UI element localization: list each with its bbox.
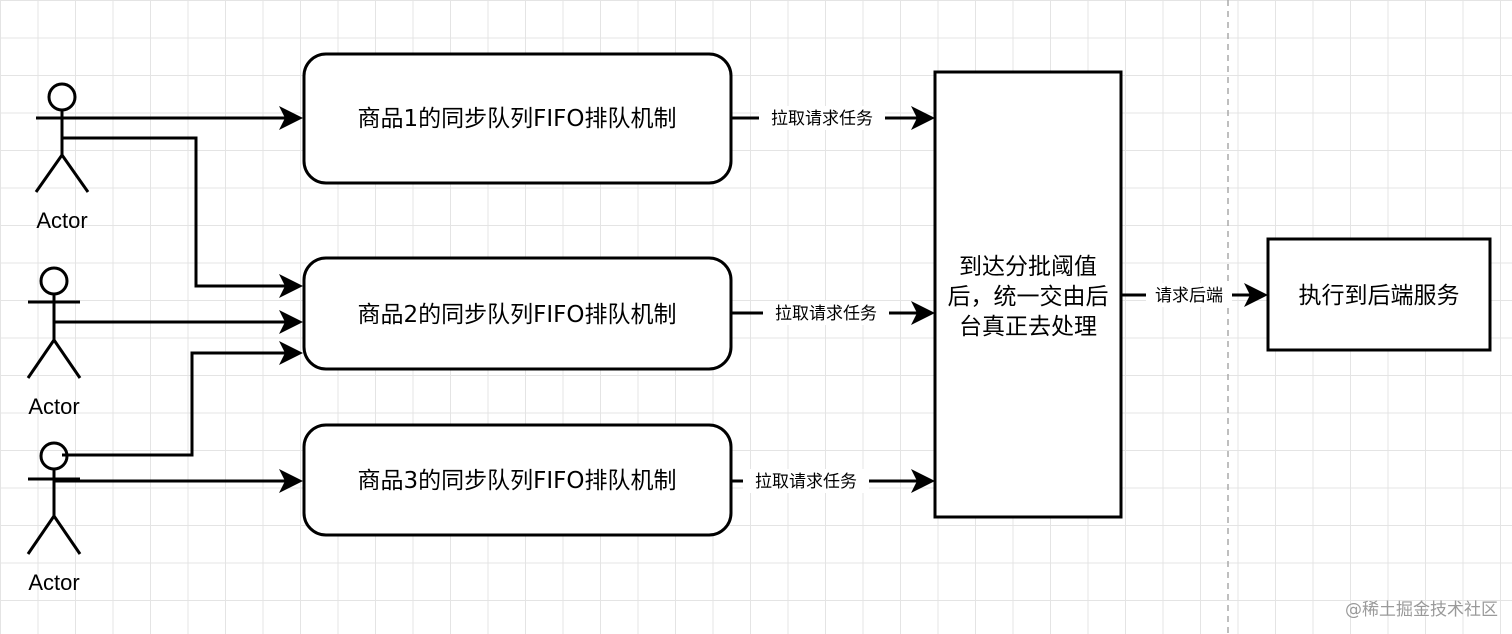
edge-actor3-queue2 [62, 341, 303, 457]
edge-queue3-batch-label-bg [743, 469, 869, 493]
backend-box-label: 执行到后端服务 [1299, 283, 1460, 309]
edge-queue1-batch-label: 拉取请求任务 [771, 109, 873, 129]
actor-1: Actor [34, 82, 90, 233]
edge-queue3-batch-label: 拉取请求任务 [755, 472, 857, 492]
edge-queue3-batch: 拉取请求任务 [731, 469, 935, 493]
backend-box: 执行到后端服务 [1266, 237, 1492, 352]
batch-box-shape [933, 70, 1123, 519]
batch-box-line-2: 后，统一交由后 [948, 284, 1109, 310]
batch-box-line-3: 台真正去处理 [959, 314, 1097, 340]
edge-batch-backend-label-bg [1146, 283, 1232, 307]
actor-1-label: Actor [36, 208, 87, 233]
edge-batch-backend-label: 请求后端 [1155, 286, 1223, 306]
actor-1-right-leg [60, 154, 90, 193]
actor-2-left-leg [26, 339, 56, 379]
actor-2-head [39, 266, 69, 296]
edge-actor1-queue2 [62, 136, 303, 298]
edge-batch-backend: 请求后端 [1121, 283, 1268, 307]
queue-box-3-label: 商品3的同步队列FIFO排队机制 [358, 468, 677, 494]
actor-3-right-leg [52, 515, 82, 555]
batch-box-line-1: 到达分批阈值 [959, 254, 1097, 280]
actor-3-label: Actor [28, 570, 79, 595]
actor-2-right-leg [52, 339, 82, 379]
edge-queue2-batch: 拉取请求任务 [731, 301, 935, 325]
edge-queue2-batch-label: 拉取请求任务 [775, 304, 877, 324]
actor-2: Actor [26, 266, 82, 419]
backend-box-shape [1266, 237, 1492, 352]
queue-box-1-label: 商品1的同步队列FIFO排队机制 [358, 106, 677, 132]
edge-queue1-batch-label-bg [759, 106, 885, 130]
watermark: @稀土掘金技术社区 [1345, 600, 1498, 620]
queue-box-1: 商品1的同步队列FIFO排队机制 [302, 52, 733, 185]
actor-2-label: Actor [28, 394, 79, 419]
actor-1-head [47, 82, 77, 112]
queue-box-3: 商品3的同步队列FIFO排队机制 [302, 423, 733, 537]
edge-queue1-batch: 拉取请求任务 [731, 106, 935, 130]
queue-box-2: 商品2的同步队列FIFO排队机制 [302, 256, 733, 371]
actor-1-left-leg [34, 154, 64, 193]
batch-box: 到达分批阈值 后，统一交由后 台真正去处理 [933, 70, 1123, 519]
actor-3-left-leg [26, 515, 56, 555]
edge-queue2-batch-label-bg [763, 301, 889, 325]
actor-3: Actor [26, 441, 82, 595]
queue-box-2-label: 商品2的同步队列FIFO排队机制 [358, 302, 677, 328]
